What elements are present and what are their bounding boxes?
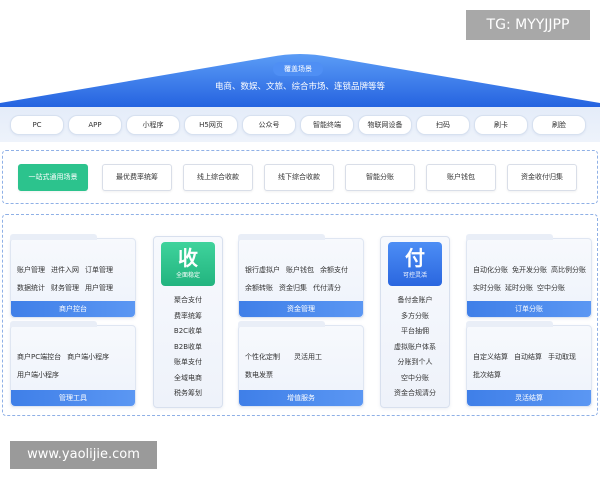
card-order-split-title: 订单分账 bbox=[467, 301, 591, 317]
roof-banner: 覆盖场景 电商、数娱、文旅、综合市场、连锁品牌等等 bbox=[0, 0, 600, 110]
scenes-container bbox=[2, 150, 598, 204]
channel-mini-program: 小程序 bbox=[126, 115, 180, 135]
capabilities-container bbox=[2, 214, 598, 416]
collect-item: 聚合支付 bbox=[174, 296, 202, 304]
scene-fund-collection: 资金收付归集 bbox=[507, 164, 577, 191]
item-finance-management: 财务管理 bbox=[51, 284, 79, 292]
channel-card-swipe: 刷卡 bbox=[474, 115, 528, 135]
pillar-collect: 收 全面稳定 聚合支付 费率统筹 B2C收单 B2B收单 账单支付 全域电商 税… bbox=[153, 236, 223, 408]
item-flexible-employment: 灵活用工 bbox=[294, 353, 322, 361]
card-fund-management: 银行虚拟户 账户钱包 余额支付 余额转账 资金归集 代付清分 资金管理 bbox=[238, 234, 364, 318]
coverage-scene-description: 电商、数娱、文旅、综合市场、连锁品牌等等 bbox=[214, 82, 385, 92]
channel-iot-device: 物联网设备 bbox=[358, 115, 412, 135]
pay-item: 备付金账户 bbox=[397, 296, 433, 304]
card-merchant-console: 账户管理 进件入网 订单管理 数据统计 财务管理 用户管理 商户控台 bbox=[10, 234, 136, 318]
scene-account-wallet: 账户钱包 bbox=[426, 164, 496, 191]
item-custom-settlement: 自定义结算 bbox=[473, 353, 508, 361]
pay-item: 资金合规清分 bbox=[394, 389, 436, 397]
item-delayed-split: 延时分账 bbox=[505, 284, 533, 292]
watermark-site: www.yaolijie.com bbox=[10, 441, 157, 469]
item-order-management: 订单管理 bbox=[85, 266, 113, 274]
pay-item: 虚拟账户体系 bbox=[394, 342, 436, 351]
pillar-pay: 付 可控灵活 备付金账户 多方分账 平台抽佣 虚拟账户体系 分账到个人 空中分账… bbox=[380, 236, 450, 408]
item-manual-withdraw: 手动取现 bbox=[548, 353, 576, 361]
item-balance-transfer: 余额转账 bbox=[245, 284, 273, 292]
item-fund-collection: 资金归集 bbox=[279, 284, 307, 292]
item-auto-settlement: 自动结算 bbox=[514, 353, 542, 361]
channel-h5: H5网页 bbox=[184, 115, 238, 135]
item-payout-clearing: 代付清分 bbox=[313, 284, 341, 292]
coverage-scene-label: 覆盖场景 bbox=[273, 62, 323, 76]
watermark-tg: TG: MYYJJPP bbox=[466, 10, 590, 40]
item-customization: 个性化定制 bbox=[245, 353, 280, 361]
channel-official-account: 公众号 bbox=[242, 115, 296, 135]
card-management-tools-title: 管理工具 bbox=[11, 390, 135, 406]
item-no-dev-split: 免开发分账 bbox=[512, 266, 547, 274]
pay-char: 付 bbox=[405, 246, 425, 270]
item-realtime-split: 实时分账 bbox=[473, 284, 501, 292]
collect-item: 税务筹划 bbox=[174, 389, 202, 397]
collect-item: B2B收单 bbox=[173, 342, 203, 351]
item-balance-pay: 余额支付 bbox=[320, 266, 348, 274]
channel-band: PC APP 小程序 H5网页 公众号 智能终端 物联网设备 扫码 刷卡 刷脸 bbox=[0, 107, 600, 142]
item-merchant-pc-console: 商户PC端控台 bbox=[17, 353, 62, 361]
collect-char: 收 bbox=[178, 246, 198, 270]
item-data-stats: 数据统计 bbox=[17, 284, 45, 292]
collect-item: B2C收单 bbox=[173, 327, 203, 335]
channel-face-pay: 刷脸 bbox=[532, 115, 586, 135]
scene-general: 一站式通用场景 bbox=[18, 164, 88, 191]
card-merchant-console-title: 商户控台 bbox=[11, 301, 135, 317]
scene-offline-collect: 线下综合收款 bbox=[264, 164, 334, 191]
item-e-invoice: 数电发票 bbox=[245, 371, 273, 379]
pay-item: 分账到个人 bbox=[397, 358, 433, 366]
scene-smart-split: 智能分账 bbox=[345, 164, 415, 191]
pay-badge: 付 可控灵活 bbox=[388, 242, 442, 286]
card-value-added-title: 增值服务 bbox=[239, 390, 363, 406]
collect-item: 费率统筹 bbox=[174, 311, 202, 320]
channel-app: APP bbox=[68, 115, 122, 135]
card-management-tools: 商户PC端控台 商户端小程序 用户端小程序 管理工具 bbox=[10, 321, 136, 407]
scene-online-collect: 线上综合收款 bbox=[183, 164, 253, 191]
item-auto-split: 自动化分账 bbox=[473, 266, 508, 274]
collect-item: 账单支付 bbox=[174, 358, 202, 366]
item-merchant-mini-program: 商户端小程序 bbox=[67, 353, 110, 361]
channel-pc: PC bbox=[10, 115, 64, 135]
item-batch-settlement: 批次结算 bbox=[473, 371, 501, 379]
collect-subtitle: 全面稳定 bbox=[175, 272, 200, 279]
scene-optimal-rate: 最优费率统筹 bbox=[102, 164, 172, 191]
item-onboarding: 进件入网 bbox=[51, 266, 79, 274]
channel-smart-terminal: 智能终端 bbox=[300, 115, 354, 135]
pay-subtitle: 可控灵活 bbox=[402, 272, 427, 279]
item-high-ratio-split: 高比例分账 bbox=[551, 266, 586, 274]
card-fund-management-title: 资金管理 bbox=[239, 301, 363, 317]
roof-shape bbox=[0, 54, 600, 107]
card-flexible-settlement: 自定义结算 自动结算 手动取现 批次结算 灵活结算 bbox=[466, 321, 592, 407]
item-user-management: 用户管理 bbox=[85, 284, 113, 292]
collect-item: 全域电商 bbox=[174, 373, 202, 382]
item-air-split: 空中分账 bbox=[537, 284, 565, 292]
collect-badge: 收 全面稳定 bbox=[161, 242, 215, 286]
item-account-wallet: 账户钱包 bbox=[286, 266, 314, 274]
item-bank-virtual-account: 银行虚拟户 bbox=[245, 266, 280, 274]
item-user-mini-program: 用户端小程序 bbox=[17, 371, 59, 379]
pay-item: 平台抽佣 bbox=[401, 327, 429, 335]
item-account-management: 账户管理 bbox=[17, 266, 45, 274]
card-value-added: 个性化定制 灵活用工 数电发票 增值服务 bbox=[238, 321, 364, 407]
pay-item: 多方分账 bbox=[401, 311, 429, 320]
card-order-split: 自动化分账 免开发分账 高比例分账 实时分账 延时分账 空中分账 订单分账 bbox=[466, 234, 592, 318]
pay-item: 空中分账 bbox=[401, 373, 429, 382]
card-flexible-settlement-title: 灵活结算 bbox=[467, 390, 591, 406]
channel-scan-code: 扫码 bbox=[416, 115, 470, 135]
